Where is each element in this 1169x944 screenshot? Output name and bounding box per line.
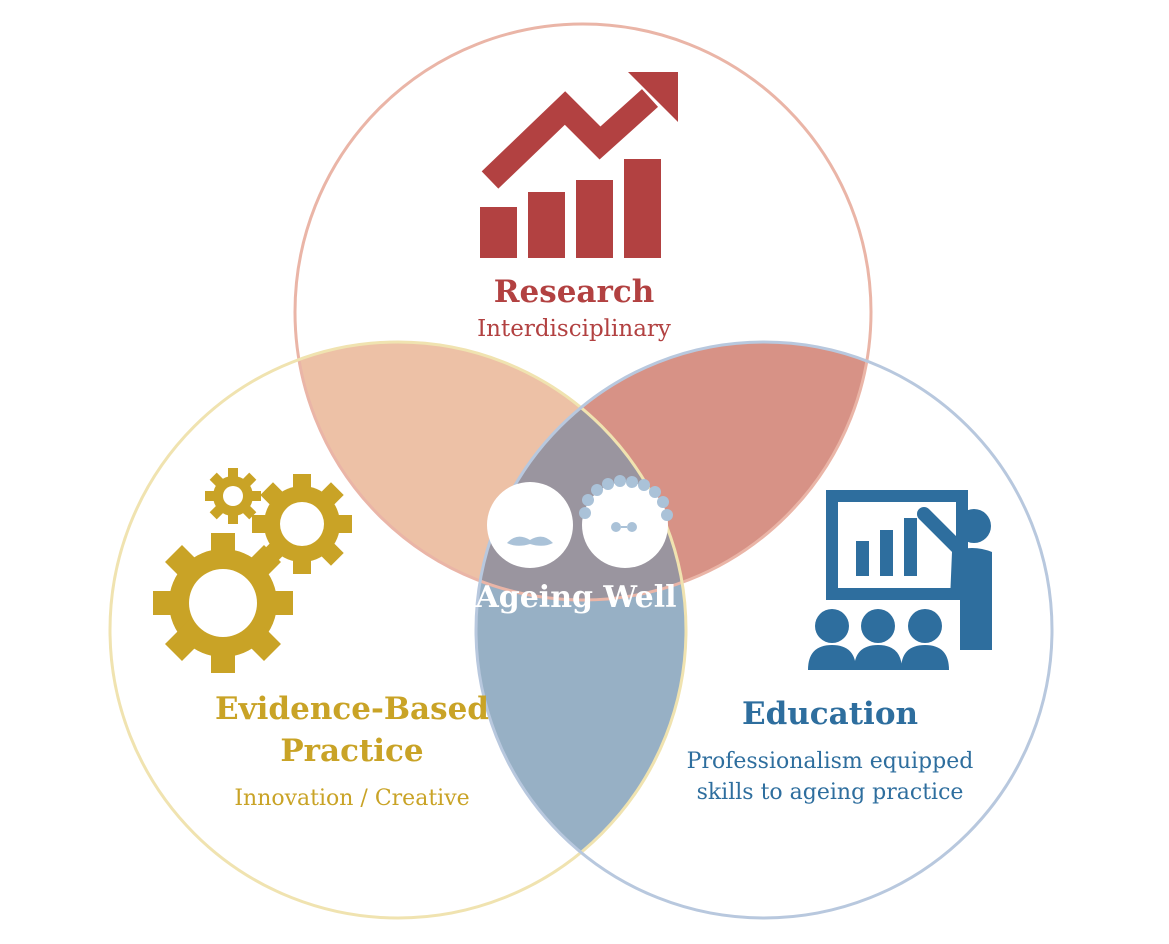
ebp-subtitle: Innovation / Creative	[234, 786, 470, 811]
ebp-title: Evidence-Based Practice	[215, 691, 489, 769]
gears-icon	[153, 468, 352, 673]
research-title: Research	[493, 274, 655, 310]
research-subtitle: Interdisciplinary	[477, 316, 671, 342]
education-subtitle: Professionalism equipped skills to agein…	[686, 749, 974, 805]
education-title: Education	[741, 696, 919, 732]
man-face-mustache-icon	[487, 482, 573, 568]
circle-education	[474, 340, 1054, 920]
woman-face-glasses-icon	[579, 475, 673, 568]
presentation-audience-icon	[808, 490, 992, 670]
circle-research	[293, 22, 873, 602]
circle-ebp	[108, 340, 688, 920]
bar-chart-trend-arrow-icon	[480, 72, 678, 258]
center-title: Ageing Well	[475, 580, 677, 615]
